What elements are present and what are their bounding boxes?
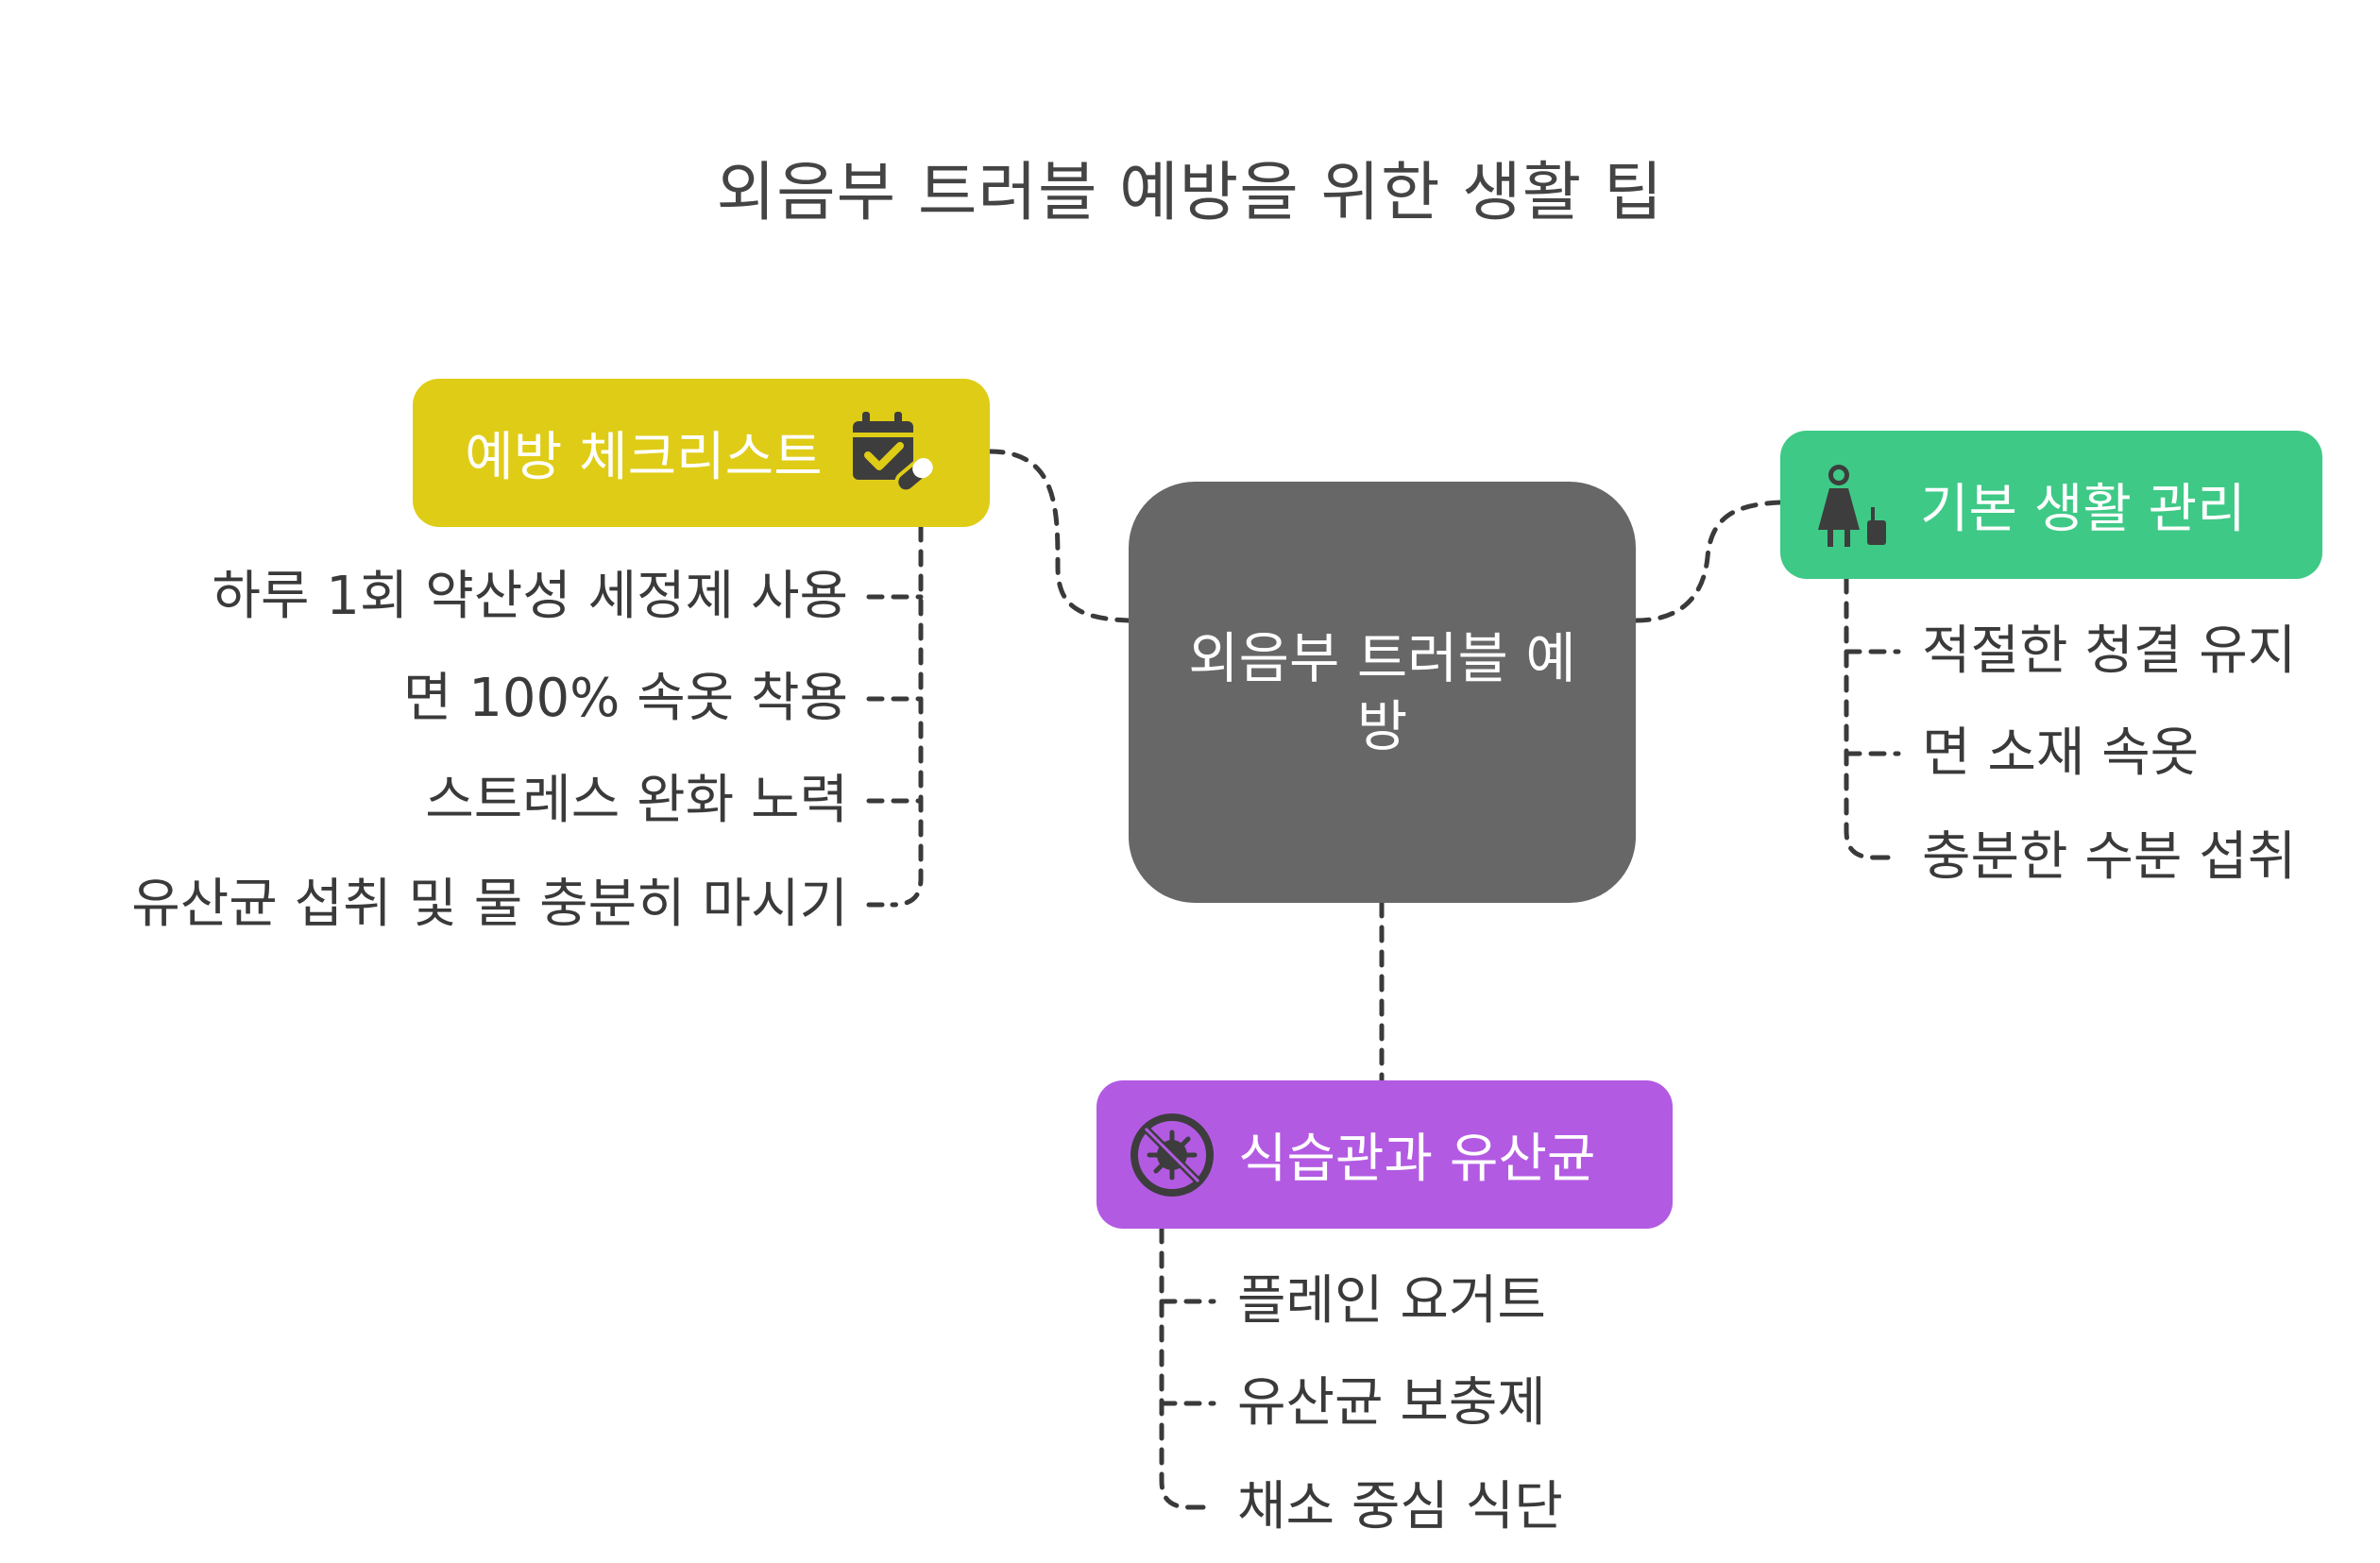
checklist-item: 하루 1회 약산성 세정제 사용 bbox=[212, 566, 848, 627]
lifestyle-item: 면 소재 속옷 bbox=[1922, 722, 2200, 784]
diet-item: 플레인 요거트 bbox=[1237, 1270, 1546, 1332]
branch-lifestyle[interactable]: 기본 생활 관리 bbox=[1780, 431, 2322, 579]
lifestyle-item: 충분한 수분 섭취 bbox=[1922, 826, 2297, 888]
lifestyle-item: 적절한 청결 유지 bbox=[1922, 620, 2297, 682]
branch-checklist[interactable]: 예방 체크리스트 bbox=[413, 379, 990, 527]
center-node-label: 외음부 트러블 예방 bbox=[1188, 625, 1576, 759]
branch-checklist-label: 예방 체크리스트 bbox=[465, 427, 823, 488]
branch-lifestyle-label: 기본 생활 관리 bbox=[1920, 479, 2246, 540]
diagram-title: 외음부 트러블 예방을 위한 생활 팁 bbox=[716, 156, 1664, 230]
diet-item: 채소 중심 식단 bbox=[1237, 1476, 1563, 1538]
woman-luggage-icon bbox=[1810, 460, 1897, 551]
no-bacteria-icon bbox=[1127, 1110, 1217, 1200]
checklist-item: 면 100% 속옷 착용 bbox=[402, 668, 848, 729]
connector-checklist-center bbox=[987, 449, 1131, 623]
branch-diet-label: 식습관과 유산균 bbox=[1238, 1129, 1596, 1190]
center-node[interactable]: 외음부 트러블 예방 bbox=[1129, 482, 1636, 903]
connector-center-lifestyle bbox=[1633, 500, 1783, 623]
connector-diet-trunk bbox=[1159, 1226, 1193, 1510]
calendar-check-pill-icon bbox=[847, 408, 938, 499]
branch-diet[interactable]: 식습관과 유산균 bbox=[1096, 1080, 1673, 1229]
checklist-item: 스트레스 완화 노력 bbox=[425, 770, 848, 831]
connector-lifestyle-trunk bbox=[1844, 576, 1878, 860]
connector-checklist-trunk bbox=[890, 524, 924, 908]
checklist-item: 유산균 섭취 및 물 충분히 마시기 bbox=[131, 874, 848, 935]
diet-item: 유산균 보충제 bbox=[1237, 1372, 1546, 1434]
